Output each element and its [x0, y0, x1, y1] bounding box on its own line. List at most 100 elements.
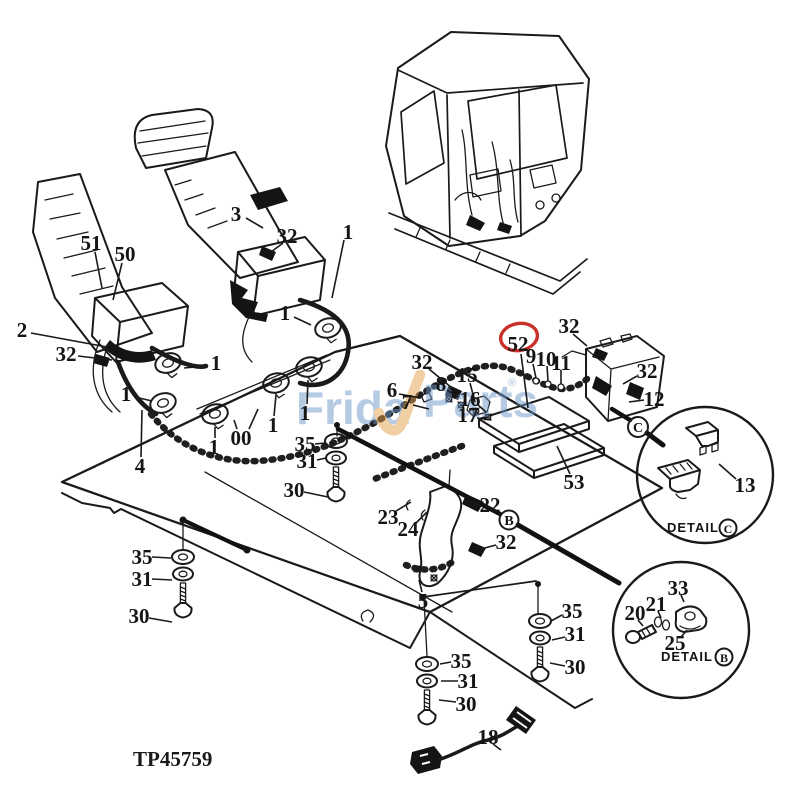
- leader-line: [550, 614, 563, 622]
- part-label-31: 31: [132, 567, 153, 591]
- watermark-check-icon: [373, 369, 426, 436]
- part-label-17: 17: [458, 403, 479, 427]
- part-label-1: 1: [280, 301, 291, 325]
- part-label-13: 13: [735, 473, 756, 497]
- left-pilot-lever: [32, 173, 209, 423]
- part-label-51: 51: [81, 231, 102, 255]
- center-bracket: [405, 469, 486, 588]
- leader-line: [293, 316, 312, 326]
- leader-line: [183, 365, 207, 369]
- right-lever-grip: [133, 108, 214, 169]
- right-valve-manifold: [532, 333, 665, 422]
- part-label-30: 30: [565, 655, 586, 679]
- part-label-30: 30: [129, 604, 150, 628]
- leader-line: [718, 463, 737, 480]
- leader-line: [248, 408, 259, 430]
- leader-line: [140, 409, 143, 458]
- detail-c-title: DETAIL: [667, 520, 719, 535]
- part-label-1: 1: [343, 220, 354, 244]
- harness-branch: [368, 442, 466, 484]
- part-label-1: 1: [211, 351, 222, 375]
- node-b-circle: [498, 509, 520, 531]
- leader-line: [112, 262, 123, 301]
- part-label-53: 53: [564, 470, 585, 494]
- leader-line: [134, 396, 153, 402]
- detail-c-stamp-circle: [718, 518, 738, 538]
- part-label-1: 1: [300, 401, 311, 425]
- part-label-33: 33: [668, 576, 689, 600]
- part-label-32: 32: [496, 530, 517, 554]
- leader-line: [551, 636, 566, 641]
- leader-line: [273, 394, 277, 417]
- part-label-35: 35: [562, 599, 583, 623]
- detail-b-callout: DETAIL B: [611, 560, 751, 700]
- wire-18: [410, 706, 536, 774]
- part-label-1: 1: [209, 435, 220, 459]
- controller-plates: [478, 396, 605, 479]
- leader-line: [464, 499, 481, 506]
- leader-line: [438, 699, 457, 703]
- node-b-letter: B: [504, 514, 513, 529]
- leader-line: [476, 417, 492, 421]
- leader-line: [480, 544, 497, 550]
- part-label-15: 15: [457, 363, 478, 387]
- bolt-assemblies: [171, 433, 552, 726]
- cab-left-window: [400, 90, 445, 185]
- part-label-10: 10: [536, 347, 557, 371]
- part-label-32: 32: [559, 314, 580, 338]
- part-label-50: 50: [115, 242, 136, 266]
- part-label-32: 32: [412, 350, 433, 374]
- watermark: Frida Parts ®: [296, 369, 538, 436]
- left-lever-boot: [32, 173, 153, 353]
- leader-line: [546, 365, 549, 382]
- part-label-31: 31: [565, 622, 586, 646]
- part-label-1: 1: [121, 382, 132, 406]
- leader-line: [572, 333, 588, 347]
- part-label-3: 3: [231, 202, 242, 226]
- part-label-52: 52: [508, 332, 529, 356]
- part-label-22: 22: [480, 493, 501, 517]
- detail-c-callout: DETAIL C: [635, 405, 775, 545]
- part-label-24: 24: [398, 517, 420, 541]
- detail-b-stamp-letter: B: [720, 651, 728, 665]
- wiring-harness: [93, 246, 608, 657]
- part-label-31: 31: [458, 669, 479, 693]
- leader-line: [657, 610, 662, 619]
- cab-illustration: [385, 31, 590, 295]
- detail-link-lines: B C: [335, 406, 666, 586]
- cab-windshield: [467, 84, 568, 180]
- part-label-30: 30: [456, 692, 477, 716]
- leader-line: [492, 743, 502, 751]
- part-label-20: 20: [625, 601, 646, 625]
- leader-line: [412, 404, 430, 410]
- leader-line: [469, 382, 476, 403]
- leader-line: [418, 579, 423, 593]
- node-c-circle: [627, 416, 649, 438]
- part-label-32: 32: [56, 342, 77, 366]
- part-label-35: 35: [132, 545, 153, 569]
- leader-line: [316, 457, 327, 461]
- leader-line: [148, 617, 173, 623]
- harness-branch-lower: [402, 557, 458, 573]
- part-label-18: 18: [478, 725, 499, 749]
- leader-line: [637, 619, 644, 627]
- part-label-23: 23: [378, 505, 399, 529]
- part-label-35: 35: [295, 432, 316, 456]
- detail-b-stamp-circle: [714, 647, 734, 667]
- leader-line: [398, 393, 422, 399]
- leader-line: [395, 501, 412, 512]
- part-label-35: 35: [451, 649, 472, 673]
- part-label-21: 21: [646, 592, 667, 616]
- leader-line: [446, 389, 459, 398]
- leader-line: [30, 332, 108, 348]
- right-lever-hose: [297, 297, 352, 388]
- part-label-16: 16: [460, 387, 481, 411]
- part-label-11: 11: [551, 351, 571, 375]
- part-label-32: 32: [277, 224, 298, 248]
- leader-line: [520, 353, 529, 409]
- part-label-12: 12: [644, 387, 665, 411]
- part-label-1: 1: [268, 413, 279, 437]
- right-lever-boot: [164, 151, 299, 279]
- lower-right-plate-edge: [429, 611, 593, 709]
